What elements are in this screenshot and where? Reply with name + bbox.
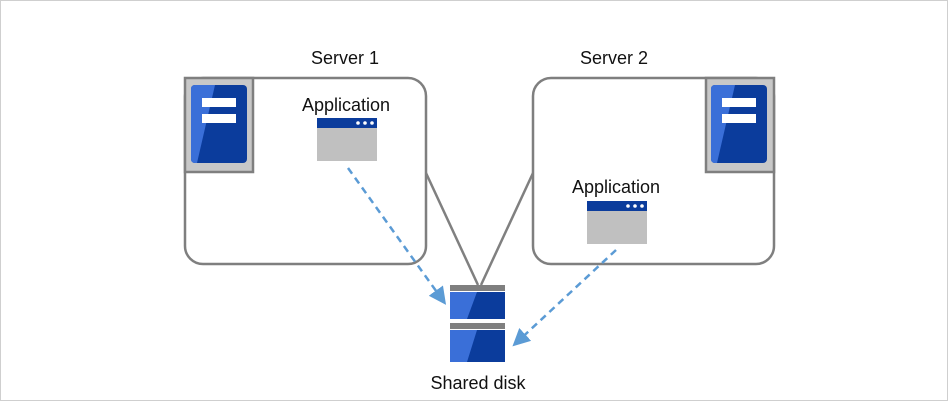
- server-icon: [711, 85, 767, 163]
- server2-label: Server 2: [580, 48, 648, 68]
- server1-label: Server 1: [311, 48, 379, 68]
- server1-application-label: Application: [302, 95, 390, 115]
- server-icon: [191, 85, 247, 163]
- application-window-icon: [587, 201, 647, 244]
- server2-node: Server 2 Application: [531, 48, 776, 266]
- server2-disk-connector: [479, 172, 535, 286]
- server1-access-arrow: [346, 167, 447, 305]
- server2-application-label: Application: [572, 177, 660, 197]
- shared-disk-label: Shared disk: [430, 373, 526, 393]
- server1-node: Server 1 Application: [183, 48, 428, 266]
- shared-disk-icon: [450, 285, 505, 362]
- application-window-icon: [317, 118, 377, 161]
- server1-disk-connector: [424, 172, 480, 286]
- server2-access-arrow: [512, 249, 617, 347]
